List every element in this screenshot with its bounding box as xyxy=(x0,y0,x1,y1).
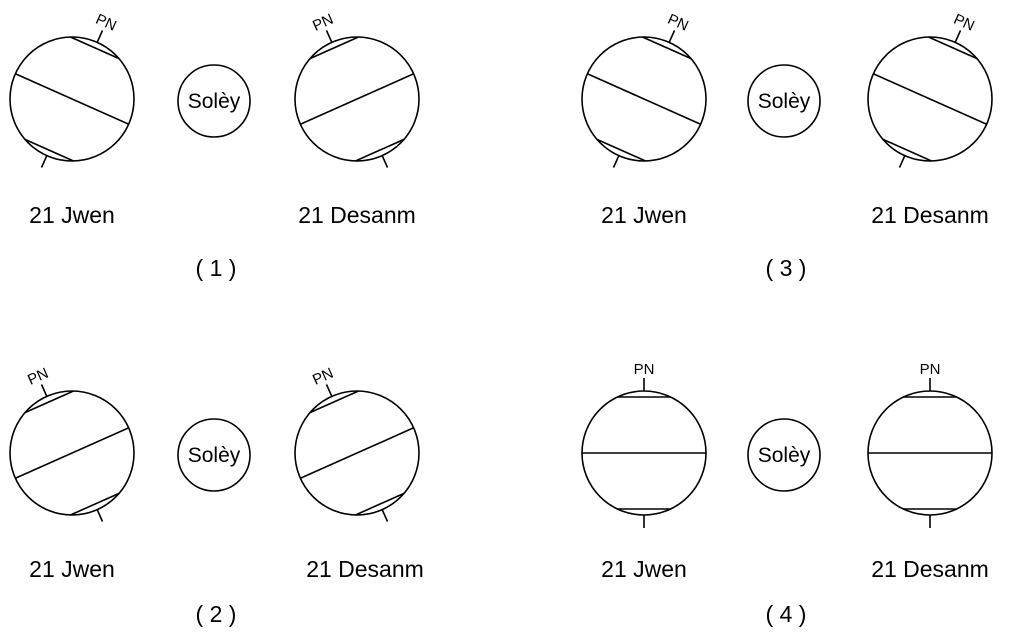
equator-line xyxy=(587,73,701,125)
north-pole-label: PN xyxy=(310,11,336,35)
north-axis-stub xyxy=(40,384,48,397)
earth-june-21: PN xyxy=(9,365,135,522)
date-label-december: 21 Desanm xyxy=(871,556,989,582)
date-label-december: 21 Desanm xyxy=(298,202,416,228)
arctic-circle-line xyxy=(309,36,359,60)
option-number[interactable]: ( 4 ) xyxy=(766,601,807,627)
earth-axis-frame: PN xyxy=(582,361,706,528)
sun: Solèy xyxy=(177,64,251,138)
antarctic-circle-line xyxy=(24,138,74,162)
sun-label: Solèy xyxy=(758,90,811,113)
antarctic-circle-line xyxy=(355,138,405,162)
sun-circle xyxy=(177,418,251,492)
south-axis-stub xyxy=(96,509,104,522)
antarctic-circle-line xyxy=(596,138,646,162)
earth-december-21: PN xyxy=(867,11,993,168)
sun: Solèy xyxy=(747,64,821,138)
north-pole-label: PN xyxy=(665,11,691,35)
sun-circle xyxy=(747,64,821,138)
sun: Solèy xyxy=(747,418,821,492)
sun-label: Solèy xyxy=(188,90,241,113)
arctic-circle-line xyxy=(928,36,978,60)
date-label-december: 21 Desanm xyxy=(306,556,424,582)
earth-june-21: PN xyxy=(581,11,707,168)
equator-line xyxy=(300,427,414,479)
date-label-june: 21 Jwen xyxy=(29,202,115,228)
equator-line xyxy=(15,427,129,479)
earth-axis-frame: PN xyxy=(868,361,992,528)
date-label-december: 21 Desanm xyxy=(871,202,989,228)
north-axis-stub xyxy=(668,30,676,43)
north-axis-stub xyxy=(96,30,104,43)
date-label-june: 21 Jwen xyxy=(601,556,687,582)
north-pole-label: PN xyxy=(920,361,941,378)
sun-label: Solèy xyxy=(188,444,241,467)
option-number[interactable]: ( 2 ) xyxy=(196,601,237,627)
south-axis-stub xyxy=(381,509,389,522)
equator-line xyxy=(300,73,414,125)
date-label-june: 21 Jwen xyxy=(601,202,687,228)
arctic-circle-line xyxy=(642,36,692,60)
option-number[interactable]: ( 1 ) xyxy=(196,255,237,281)
sun: Solèy xyxy=(177,418,251,492)
antarctic-circle-line xyxy=(882,138,932,162)
north-axis-stub xyxy=(325,384,333,397)
sun-circle xyxy=(177,64,251,138)
option-number[interactable]: ( 3 ) xyxy=(766,255,807,281)
south-axis-stub xyxy=(381,155,389,168)
date-label-june: 21 Jwen xyxy=(29,556,115,582)
equator-line xyxy=(15,73,129,125)
north-pole-label: PN xyxy=(634,361,655,378)
earth-december-21: PN xyxy=(867,361,993,528)
arctic-circle-line xyxy=(309,390,359,414)
north-pole-label: PN xyxy=(25,365,51,389)
antarctic-circle-line xyxy=(70,492,120,516)
south-axis-stub xyxy=(612,155,620,168)
earth-december-21: PN xyxy=(294,365,420,522)
north-pole-label: PN xyxy=(310,365,336,389)
antarctic-circle-line xyxy=(355,492,405,516)
earth-june-21: PN xyxy=(9,11,135,168)
north-pole-label: PN xyxy=(951,11,977,35)
south-axis-stub xyxy=(40,155,48,168)
south-axis-stub xyxy=(898,155,906,168)
north-axis-stub xyxy=(325,30,333,43)
arctic-circle-line xyxy=(24,390,74,414)
earth-june-21: PN xyxy=(581,361,707,528)
sun-label: Solèy xyxy=(758,444,811,467)
arctic-circle-line xyxy=(70,36,120,60)
north-axis-stub xyxy=(954,30,962,43)
north-pole-label: PN xyxy=(93,11,119,35)
earth-december-21: PN xyxy=(294,11,420,168)
equator-line xyxy=(873,73,987,125)
sun-circle xyxy=(747,418,821,492)
